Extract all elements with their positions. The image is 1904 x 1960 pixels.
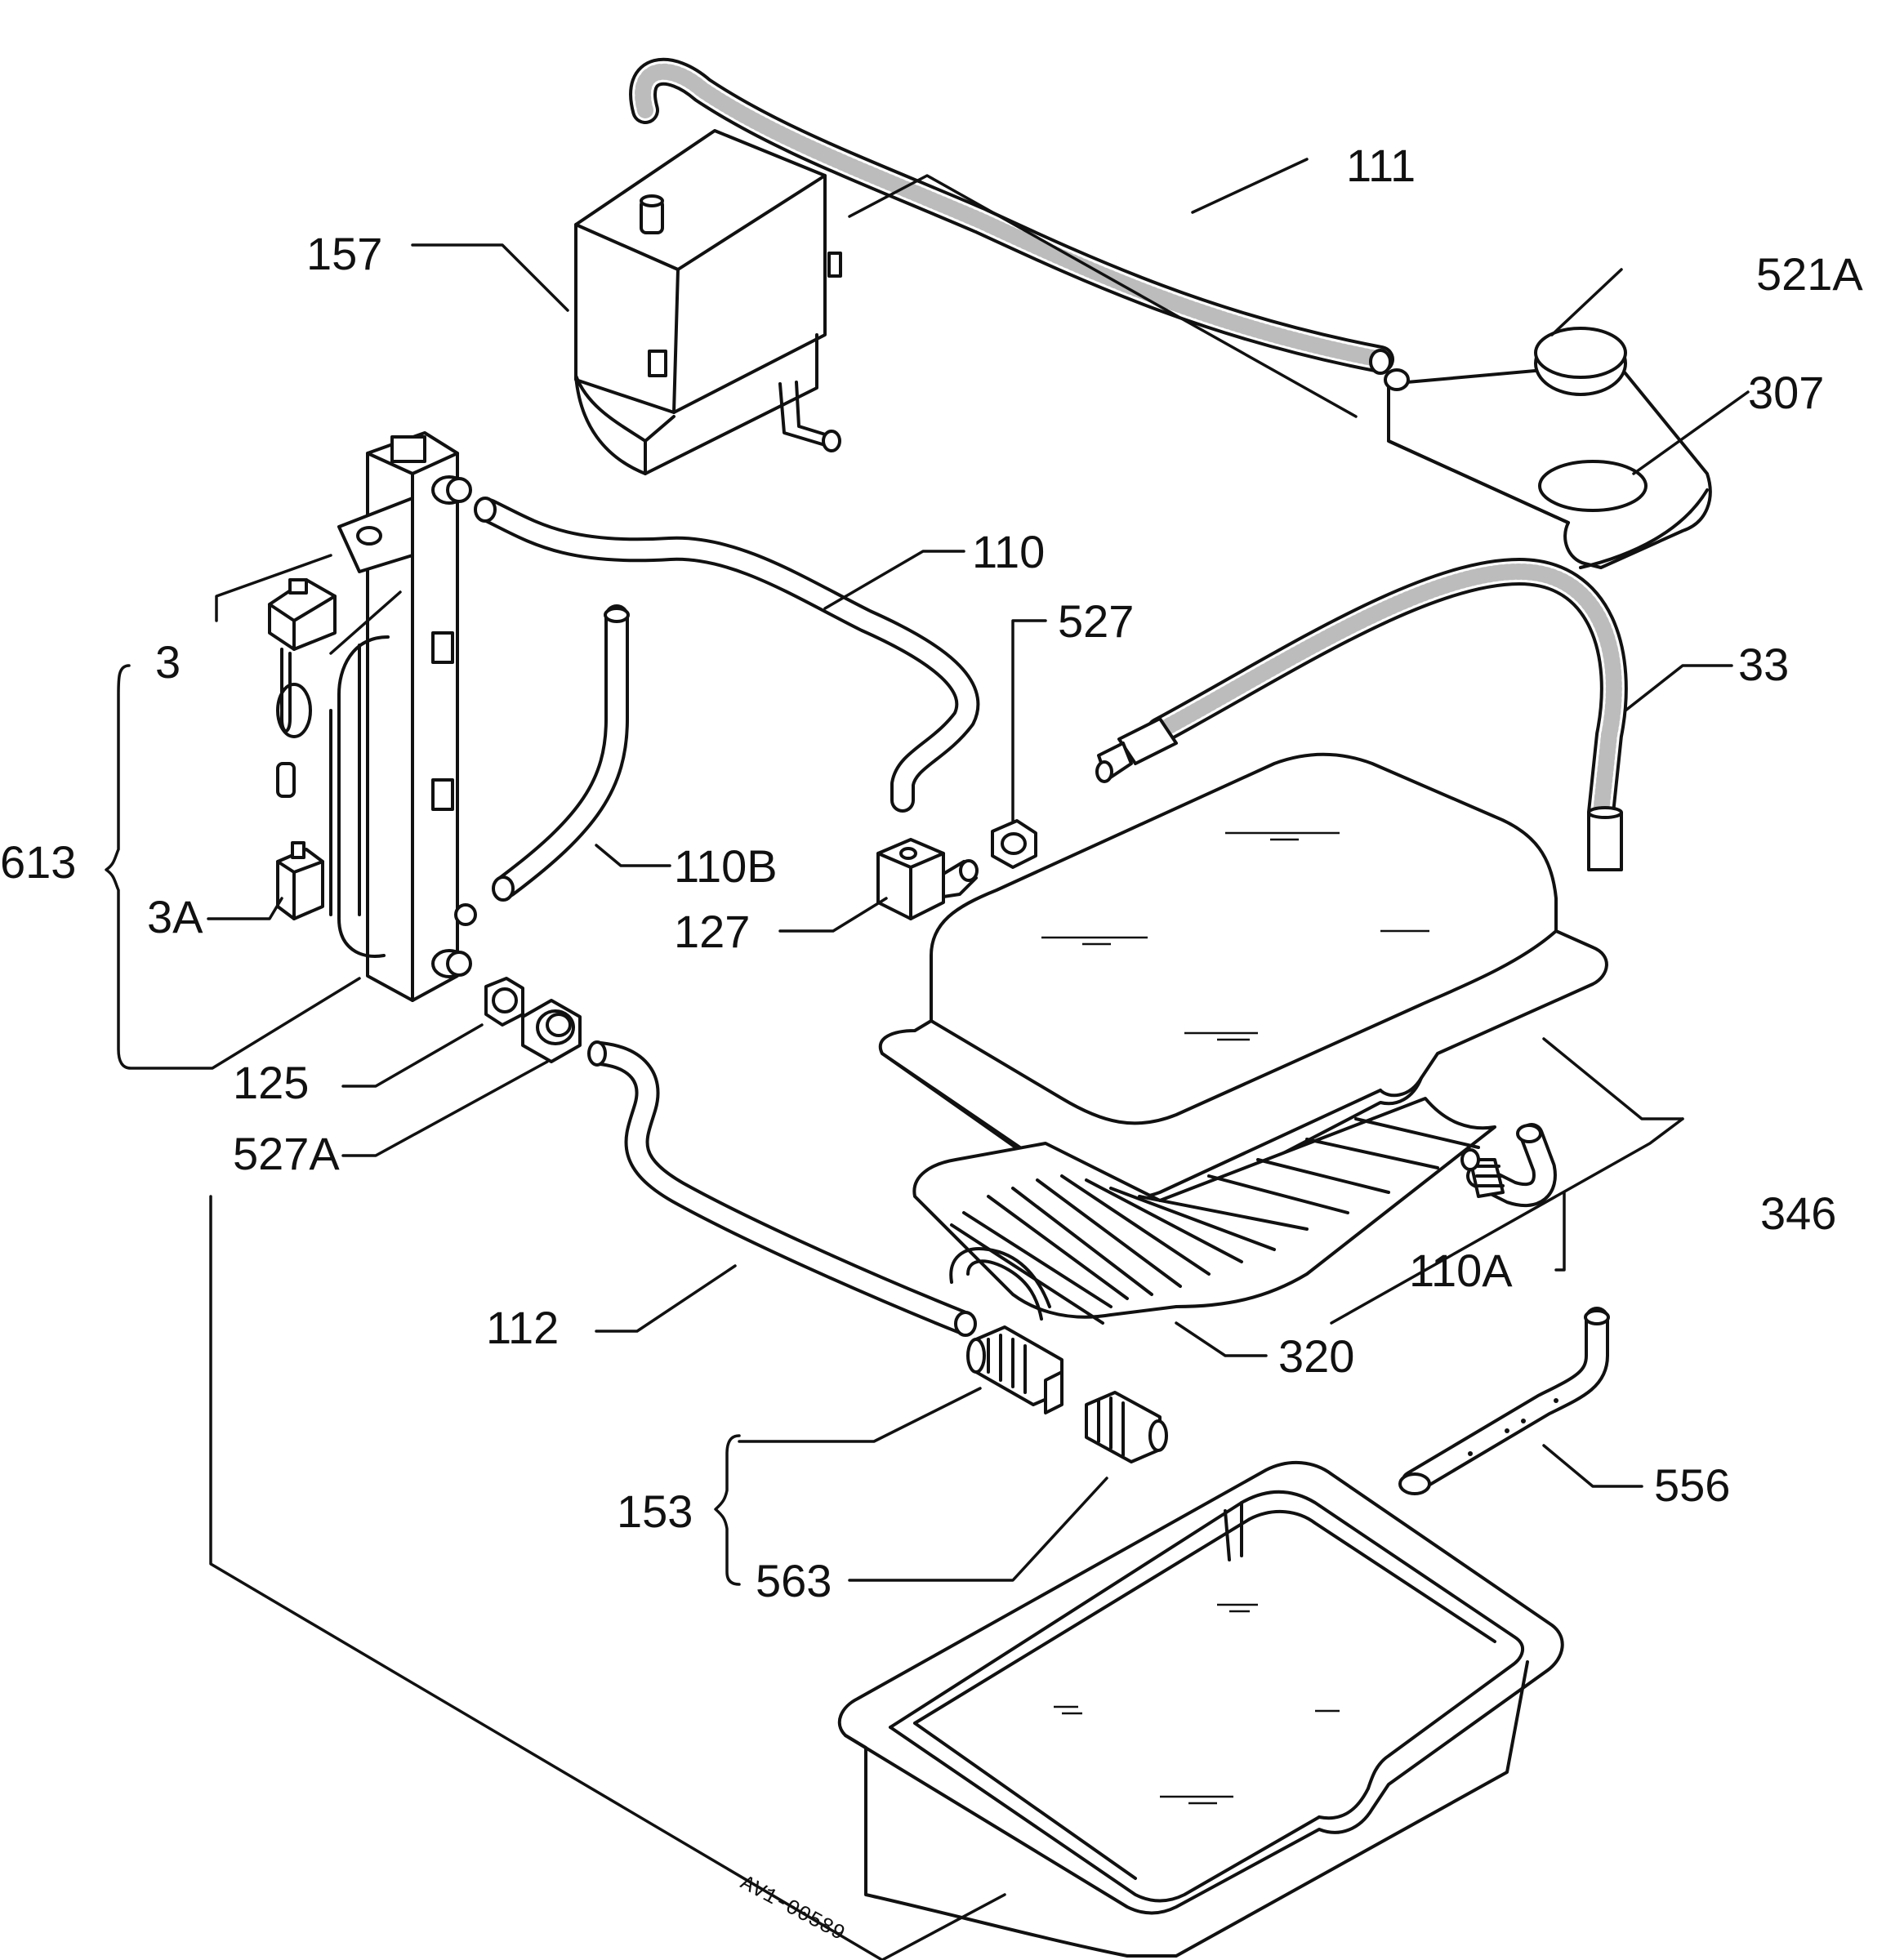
label-153: 153 [617, 1486, 693, 1537]
label-320: 320 [1278, 1330, 1354, 1382]
part-521A-cap [1534, 327, 1627, 396]
label-125: 125 [233, 1057, 309, 1108]
part-556-tube [1398, 1307, 1610, 1495]
label-563: 563 [756, 1555, 832, 1606]
part-3-switch [268, 578, 337, 798]
part-527-nut [991, 819, 1037, 869]
part-527A-nut [521, 999, 582, 1063]
label-3: 3 [155, 636, 181, 688]
part-153-fitting [966, 1325, 1063, 1414]
label-112: 112 [486, 1302, 559, 1353]
part-111-hose [629, 57, 1394, 375]
label-556: 556 [1654, 1459, 1730, 1511]
drawing-code: AV1-00589 [736, 1871, 849, 1946]
label-527A: 527A [233, 1128, 340, 1179]
label-111: 111 [1346, 140, 1416, 191]
label-110A: 110A [1409, 1245, 1513, 1296]
label-3A: 3A [147, 891, 203, 942]
label-346: 346 [1760, 1187, 1836, 1239]
label-521A: 521A [1756, 248, 1863, 300]
part-125-plug [484, 977, 524, 1027]
drip-tray [837, 1460, 1564, 1958]
part-33-hose [1095, 558, 1628, 871]
label-157: 157 [306, 228, 382, 279]
lid-dashes [1041, 831, 1429, 1041]
label-527: 527 [1058, 595, 1134, 647]
part-157-tank [574, 129, 842, 475]
label-127: 127 [674, 906, 750, 957]
part-346-lid [878, 752, 1608, 1218]
part-110A-elbow [1460, 1123, 1557, 1208]
part-110B-tube [492, 604, 630, 902]
part-110-tube [474, 497, 980, 813]
part-307-tray [1384, 362, 1712, 569]
tray-dashes [1054, 1603, 1340, 1805]
part-320-rack [912, 1097, 1496, 1325]
label-110B: 110B [674, 840, 778, 892]
label-33: 33 [1738, 639, 1789, 690]
part-127-connector [876, 838, 979, 920]
part-563-nut [1085, 1391, 1168, 1463]
label-307: 307 [1748, 367, 1824, 418]
label-110: 110 [972, 526, 1045, 577]
leader-lines [105, 158, 1750, 1960]
part-3A-switch [276, 841, 324, 920]
part-613-manifold [329, 431, 477, 1002]
part-112-tube [587, 1040, 977, 1337]
label-613: 613 [0, 836, 76, 888]
